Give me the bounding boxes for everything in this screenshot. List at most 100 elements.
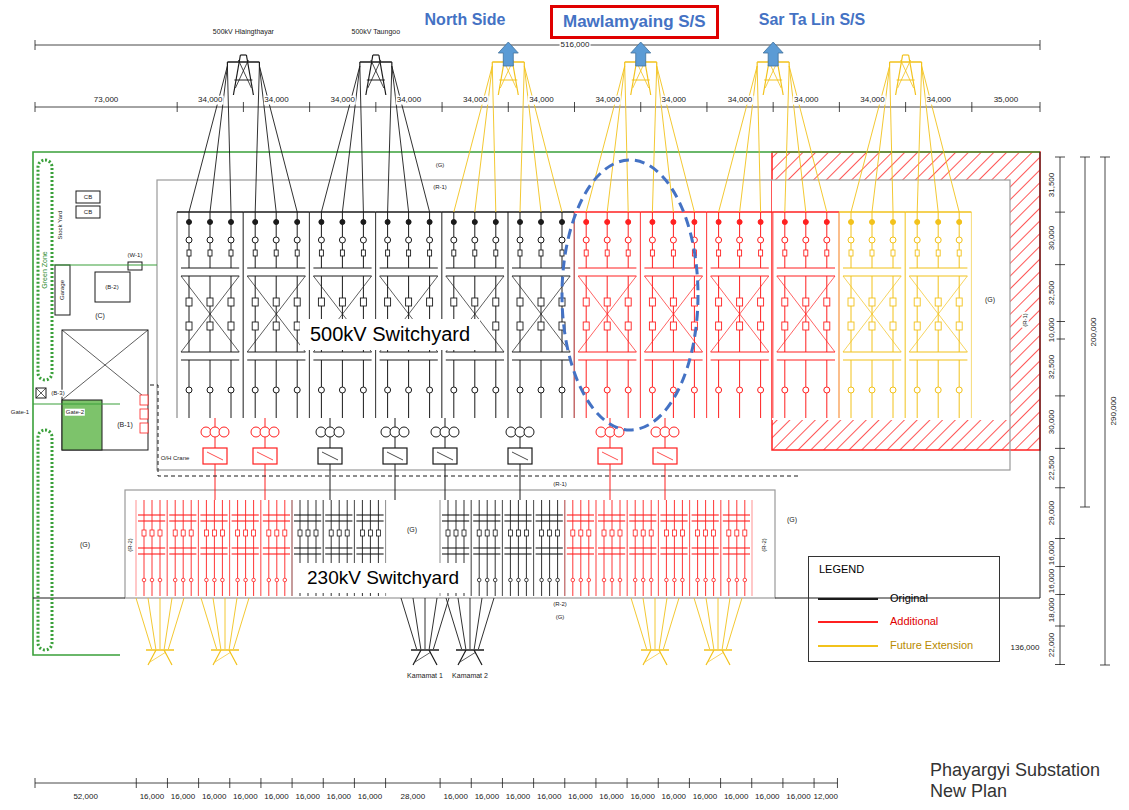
equipment-symbol	[244, 578, 248, 582]
road-code: (R-1)	[552, 481, 568, 488]
equipment-symbol	[318, 237, 324, 243]
equipment-symbol	[360, 387, 366, 393]
breaker-symbol	[339, 298, 345, 306]
overhead-line	[726, 598, 742, 649]
equipment-symbol	[691, 387, 697, 393]
dimension-text: 34,000	[462, 96, 488, 105]
breaker-symbol	[782, 322, 788, 330]
busbar	[660, 553, 687, 554]
busbar	[232, 514, 259, 515]
equipment-symbol	[670, 387, 676, 393]
equipment-symbol	[294, 387, 300, 393]
breaker-symbol	[516, 530, 520, 536]
breaker-symbol	[641, 530, 645, 536]
tower-symbol	[211, 649, 239, 651]
busbar	[380, 359, 438, 360]
breaker-symbol	[649, 322, 655, 330]
breaker-symbol	[727, 530, 731, 536]
site-boundary	[33, 152, 1040, 655]
cable-route	[150, 385, 800, 476]
busbar	[325, 553, 352, 554]
plan-line	[395, 418, 396, 427]
breaker-symbol	[664, 530, 668, 536]
equipment-symbol	[207, 387, 213, 393]
equipment-symbol	[187, 220, 192, 225]
busbar	[578, 275, 636, 276]
plan-line	[243, 212, 244, 418]
node-text: 230kV Switchyard	[307, 567, 459, 589]
equipment-symbol	[737, 220, 742, 225]
breaker-symbol	[462, 530, 466, 536]
busbar	[909, 359, 967, 360]
breaker-symbol	[670, 298, 676, 306]
busbar	[442, 553, 469, 554]
building-code: (B-3)	[50, 390, 65, 397]
plan-line	[36, 388, 46, 398]
breaker-symbol	[824, 298, 830, 306]
equipment-symbol	[451, 237, 457, 243]
tower-symbol	[366, 55, 373, 95]
breaker-symbol	[267, 530, 271, 536]
overhead-line	[492, 66, 496, 212]
dimension-tick	[167, 778, 168, 788]
busbar	[138, 520, 165, 521]
plan-line	[772, 212, 773, 418]
plan-line	[387, 452, 403, 460]
equipment-symbol	[517, 387, 523, 393]
busbar	[629, 520, 656, 521]
equipment-symbol	[477, 578, 481, 582]
dimension-tick	[440, 778, 441, 788]
breaker-symbol	[571, 530, 575, 536]
plan-line	[640, 212, 641, 418]
equipment-symbol	[803, 237, 809, 243]
dimension-tick	[773, 102, 774, 112]
plan-line	[839, 212, 840, 418]
equipment-symbol	[891, 220, 896, 225]
equipment-symbol	[649, 387, 655, 393]
overhead-line	[189, 66, 227, 212]
equipment-symbol	[956, 387, 962, 393]
equipment-symbol	[228, 237, 234, 243]
tower-symbol	[368, 60, 381, 88]
plan-line	[706, 212, 707, 418]
breaker-symbol	[716, 322, 722, 330]
overhead-line	[360, 66, 364, 212]
busbar	[263, 520, 290, 521]
tower-symbol	[889, 62, 890, 66]
breaker-symbol	[743, 530, 747, 536]
equipment-symbol	[737, 387, 743, 393]
equipment-name: O/H Crane	[160, 455, 191, 462]
plan-line	[502, 500, 503, 596]
tower-symbol	[704, 649, 732, 651]
plan-line	[136, 500, 137, 596]
equipment-symbol	[406, 220, 411, 225]
busbar	[473, 520, 500, 521]
dimension-tick	[1100, 665, 1110, 666]
busbar	[181, 351, 239, 352]
busbar	[536, 553, 563, 554]
busbar	[442, 520, 469, 521]
yard-line	[50, 264, 157, 265]
gate-name: Gate-1	[10, 409, 30, 416]
busbar	[504, 520, 531, 521]
switchyard-label: 500kV Switchyard	[300, 319, 480, 350]
plan-line	[215, 418, 216, 427]
equipment-symbol	[914, 237, 920, 243]
breaker-symbol	[704, 530, 708, 536]
tower-symbol	[499, 80, 517, 81]
busbar	[380, 275, 438, 276]
overhead-line	[168, 598, 184, 649]
legend-line-sample	[818, 621, 878, 623]
equipment-symbol	[559, 237, 565, 243]
busbar	[578, 351, 636, 352]
direction-arrow	[763, 42, 783, 66]
equipment-symbol	[427, 220, 432, 225]
equipment-symbol	[406, 387, 412, 393]
busbar	[446, 275, 504, 276]
busbar	[598, 547, 625, 548]
overhead-line	[740, 66, 758, 212]
area-code: (G)	[984, 296, 996, 304]
equipment-symbol	[360, 237, 366, 243]
cb-box	[76, 206, 100, 218]
breaker-symbol	[368, 530, 372, 536]
